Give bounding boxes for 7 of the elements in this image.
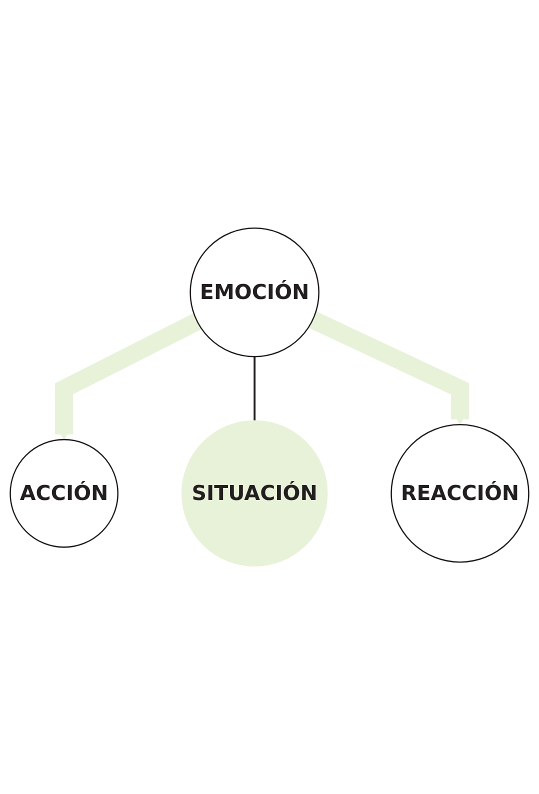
connector	[254, 356, 256, 421]
node-circle: EMOCIÓN	[190, 227, 320, 358]
arrow	[308, 312, 469, 426]
node-circle: ACCIÓN	[10, 438, 119, 548]
node-circle: REACCIÓN	[390, 424, 530, 563]
node-circle: SITUACIÓN	[181, 420, 328, 567]
arrow	[55, 313, 202, 440]
